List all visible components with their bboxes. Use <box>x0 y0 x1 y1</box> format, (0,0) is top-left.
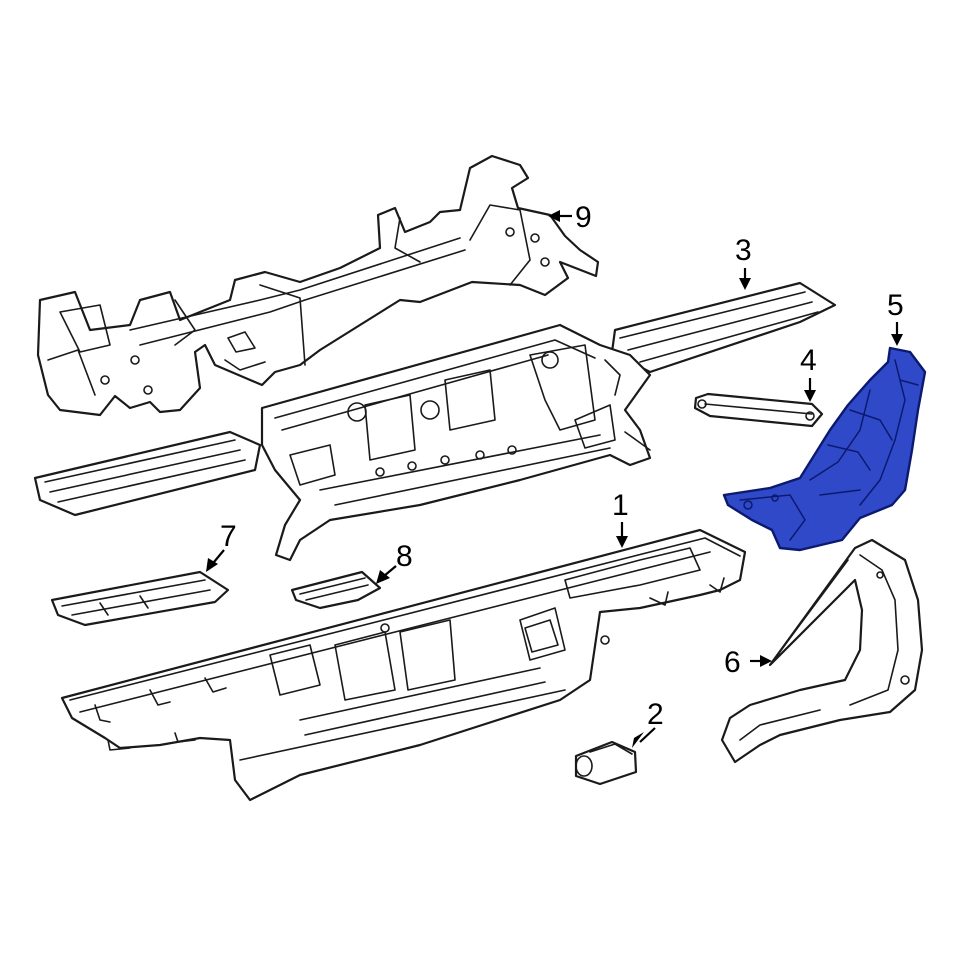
part-1-bumper-face-bar <box>60 528 747 802</box>
callout-3: 3 <box>735 234 752 290</box>
part-9-reinforcement <box>36 154 600 417</box>
svg-text:8: 8 <box>396 540 413 573</box>
part-6-side-bracket <box>720 538 924 764</box>
svg-text:3: 3 <box>735 234 752 267</box>
callout-1: 1 <box>612 489 629 548</box>
callout-4: 4 <box>800 344 817 402</box>
part-4-bracket <box>693 392 824 428</box>
callout-2: 2 <box>632 698 664 748</box>
svg-text:4: 4 <box>800 344 817 377</box>
callout-8: 8 <box>376 540 413 584</box>
callout-7: 7 <box>206 520 237 572</box>
part-8-step-pad <box>290 570 382 610</box>
part-7-step-pad <box>50 570 230 627</box>
svg-text:7: 7 <box>220 520 237 553</box>
part-5-bracket-highlighted <box>722 346 927 552</box>
svg-text:9: 9 <box>575 201 592 234</box>
part-2-plug <box>574 740 638 786</box>
callout-6: 6 <box>724 646 772 679</box>
svg-text:6: 6 <box>724 646 741 679</box>
svg-text:5: 5 <box>887 289 904 322</box>
callout-9: 9 <box>548 201 592 234</box>
svg-text:1: 1 <box>612 489 629 522</box>
callout-5: 5 <box>887 289 904 346</box>
part-3-step-pad <box>33 281 837 517</box>
svg-text:2: 2 <box>647 698 664 731</box>
bumper-reinforcement <box>260 323 652 562</box>
